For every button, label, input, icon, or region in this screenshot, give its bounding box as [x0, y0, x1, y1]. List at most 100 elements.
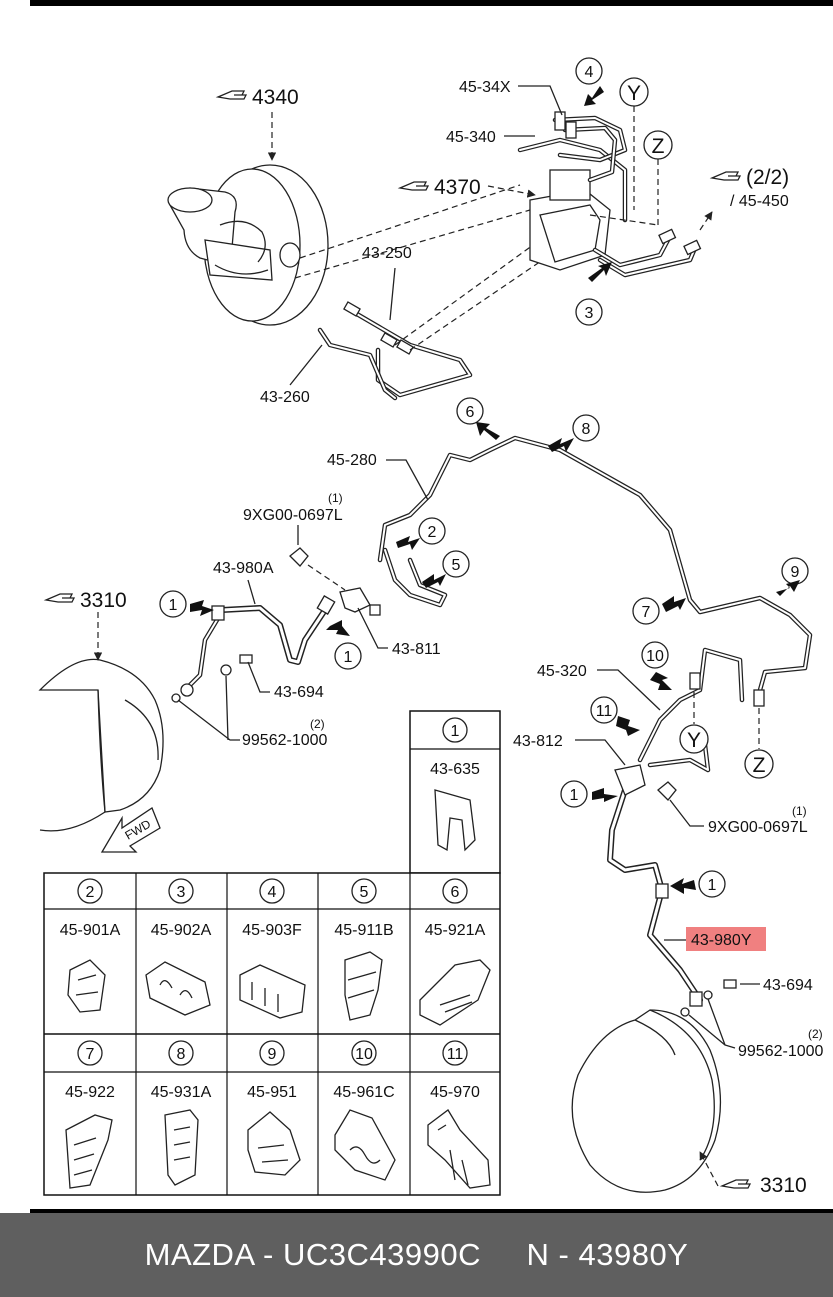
rear-brake-assembly: [571, 1009, 722, 1193]
ref-other-page[interactable]: (2/2) / 45-450: [709, 166, 789, 210]
footer-border: [30, 1209, 833, 1213]
rear-hose-43-980y: [607, 764, 703, 1007]
arrow-8: [548, 438, 574, 452]
legend-num-10: 10: [355, 1046, 373, 1063]
callout-6-text: 6: [466, 404, 475, 421]
callout-1d[interactable]: [698, 870, 726, 898]
callout-1b[interactable]: [334, 642, 362, 670]
label-45-340: 45-340: [446, 129, 496, 146]
top-border: [30, 0, 833, 6]
ref-3310-rear[interactable]: 3310: [719, 1174, 807, 1197]
legend-part-45-921a: 45-921A: [425, 922, 486, 939]
clip-45-921a-icon: [419, 959, 491, 1026]
hand-pointer-icon: [709, 171, 742, 181]
callout-9-text: 9: [791, 564, 800, 581]
legend-part-45-911b: 45-911B: [334, 922, 393, 939]
ref-z-top-text: Z: [652, 135, 665, 158]
ref-3310-front[interactable]: 3310: [43, 589, 127, 612]
bracket-43-811: [339, 587, 371, 613]
legend-part-45-922: 45-922: [65, 1084, 115, 1101]
legend-num-1: 1: [451, 723, 460, 740]
arrow-7: [662, 596, 686, 612]
clip-45-961c-icon: [334, 1109, 396, 1181]
callout-1d-text: 1: [708, 877, 717, 894]
callout-5-text: 5: [452, 557, 461, 574]
callout-1a[interactable]: [159, 590, 187, 618]
ref-z-bottom-text: Z: [753, 754, 766, 777]
ref-z-bottom[interactable]: [744, 749, 774, 779]
callout-8-text: 8: [582, 421, 591, 438]
legend-num-6: 6: [451, 884, 460, 901]
ref-3310-front-text: 3310: [80, 589, 127, 612]
arrow-1a: [190, 600, 214, 616]
footer-n-part: N - 43980Y: [526, 1237, 689, 1272]
callout-6[interactable]: [456, 397, 484, 425]
callout-1c[interactable]: [560, 780, 588, 808]
arrow-5: [422, 574, 446, 588]
callout-3-top[interactable]: [575, 298, 603, 326]
callout-8[interactable]: [572, 414, 600, 442]
callout-10-text: 10: [646, 648, 664, 665]
legend-row-1: 2 45-901A 3 45-902A 4 45-903F 5 45-911B …: [60, 878, 491, 1026]
legend-num-3: 3: [177, 884, 186, 901]
callout-4-top[interactable]: [575, 57, 603, 85]
callout-1b-text: 1: [344, 649, 353, 666]
legend-part-45-970: 45-970: [430, 1084, 480, 1101]
qty-9xg-bottom: (1): [792, 804, 807, 818]
ref-y-bottom[interactable]: [679, 724, 709, 754]
clip-45-903f-icon: [239, 964, 306, 1019]
callout-2[interactable]: [418, 517, 446, 545]
footer-caption: MAZDA - UC3C43990C N - 43980Y: [145, 1237, 689, 1273]
label-43-694-top: 43-694: [274, 684, 324, 701]
legend-cell-1: 1 43-635: [430, 717, 480, 852]
arrow-11: [616, 716, 640, 736]
master-cylinder-body: [204, 239, 273, 281]
brake-line-diagram: 4340 43-250 43-260 4: [38, 57, 824, 1197]
legend-part-45-931a: 45-931A: [151, 1084, 212, 1101]
clip-45-911b-icon: [344, 951, 383, 1021]
clip-45-902a-icon: [145, 961, 211, 1016]
ref-4340[interactable]: 4340: [215, 86, 299, 109]
legend-part-43-635: 43-635: [430, 761, 480, 778]
legend-num-11: 11: [447, 1046, 464, 1063]
ref-4370[interactable]: 4370: [397, 176, 481, 199]
callout-3-top-text: 3: [585, 305, 594, 322]
label-9xg00-top: 9XG00-0697L: [243, 507, 343, 524]
label-43-260: 43-260: [260, 389, 310, 406]
ref-other-page-part: / 45-450: [730, 193, 789, 210]
qty-99562-top: (2): [310, 717, 325, 731]
front-hose-43-980a: [171, 587, 381, 703]
callout-7[interactable]: [632, 597, 660, 625]
callout-5[interactable]: [442, 550, 470, 578]
legend-part-45-951: 45-951: [247, 1084, 297, 1101]
callout-7-text: 7: [642, 604, 651, 621]
ref-4370-text: 4370: [434, 176, 481, 199]
arrow-1b: [326, 620, 350, 636]
legend-part-45-901a: 45-901A: [60, 922, 121, 939]
callout-1c-text: 1: [570, 787, 579, 804]
callout-10[interactable]: [641, 641, 669, 669]
label-43-980a: 43-980A: [213, 560, 274, 577]
clip-45-951-icon: [247, 1111, 301, 1176]
clip-45-970-icon: [427, 1109, 491, 1189]
callout-11-text: 11: [596, 703, 613, 720]
pipe-45-280: [377, 435, 813, 707]
reservoir-cap: [167, 187, 213, 213]
label-45-34x: 45-34X: [459, 79, 511, 96]
clip-45-922-icon: [65, 1114, 113, 1189]
footer-brand-part: MAZDA - UC3C43990C: [144, 1237, 481, 1272]
callout-11[interactable]: [590, 696, 618, 724]
legend-num-9: 9: [268, 1046, 277, 1063]
hand-pointer-icon: [215, 90, 248, 100]
front-brake-assembly: [38, 658, 164, 832]
footer-bar: MAZDA - UC3C43990C N - 43980Y: [0, 1213, 833, 1297]
legend-num-5: 5: [360, 884, 369, 901]
fwd-arrow: FWD: [100, 807, 161, 853]
legend-num-4: 4: [268, 884, 277, 901]
legend-table: [43, 710, 501, 1196]
clip-43-635-icon: [434, 789, 476, 852]
arrow-1d: [670, 878, 696, 894]
arrow-9: [776, 580, 800, 596]
hand-pointer-icon: [397, 181, 430, 191]
legend-num-2: 2: [86, 884, 95, 901]
